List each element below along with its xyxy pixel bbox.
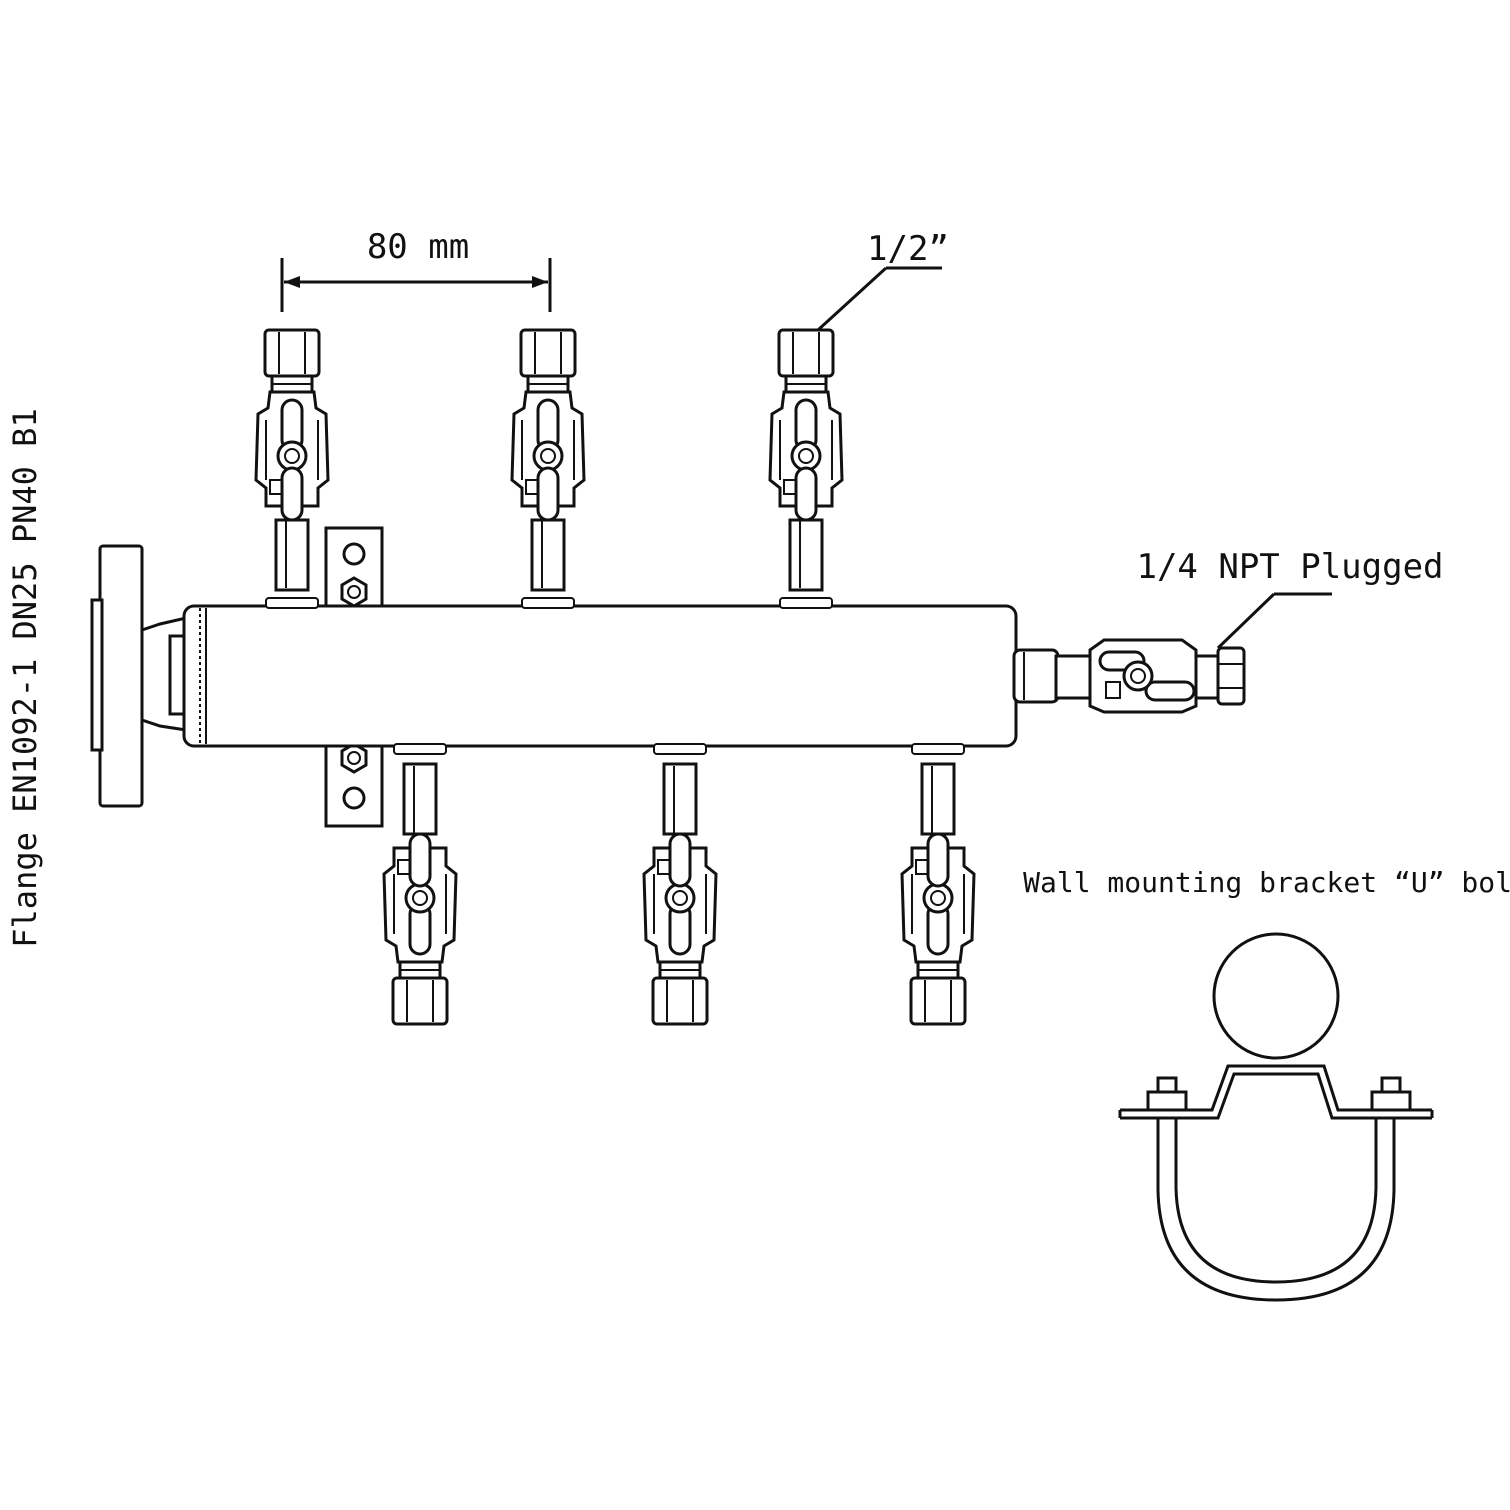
outlet-size-leader [816,266,942,332]
valve-top-2 [510,328,586,592]
spacing-dimension [280,258,552,312]
end-port-leader [1216,592,1332,650]
bracket-label: Wall mounting bracket “U” bolt [1023,866,1510,899]
spacing-label: 80 mm [367,227,469,267]
end-port-label: 1/4 NPT Plugged [1136,547,1443,587]
mounting-plate-top [324,526,384,610]
inlet-flange [90,544,188,808]
end-port-valve [1012,638,1246,714]
valve-bottom-2 [642,762,718,1026]
flange-label: Flange EN1092-1 DN25 PN40 B1 [6,408,44,947]
header-pipe [182,597,1018,755]
u-bolt-bracket [1118,932,1434,1302]
valve-bottom-3 [900,762,976,1026]
outlet-size-label: 1/2” [867,229,949,269]
valve-bottom-1 [382,762,458,1026]
valve-top-1 [254,328,330,592]
mounting-plate-bottom [324,742,384,828]
valve-top-3 [768,328,844,592]
